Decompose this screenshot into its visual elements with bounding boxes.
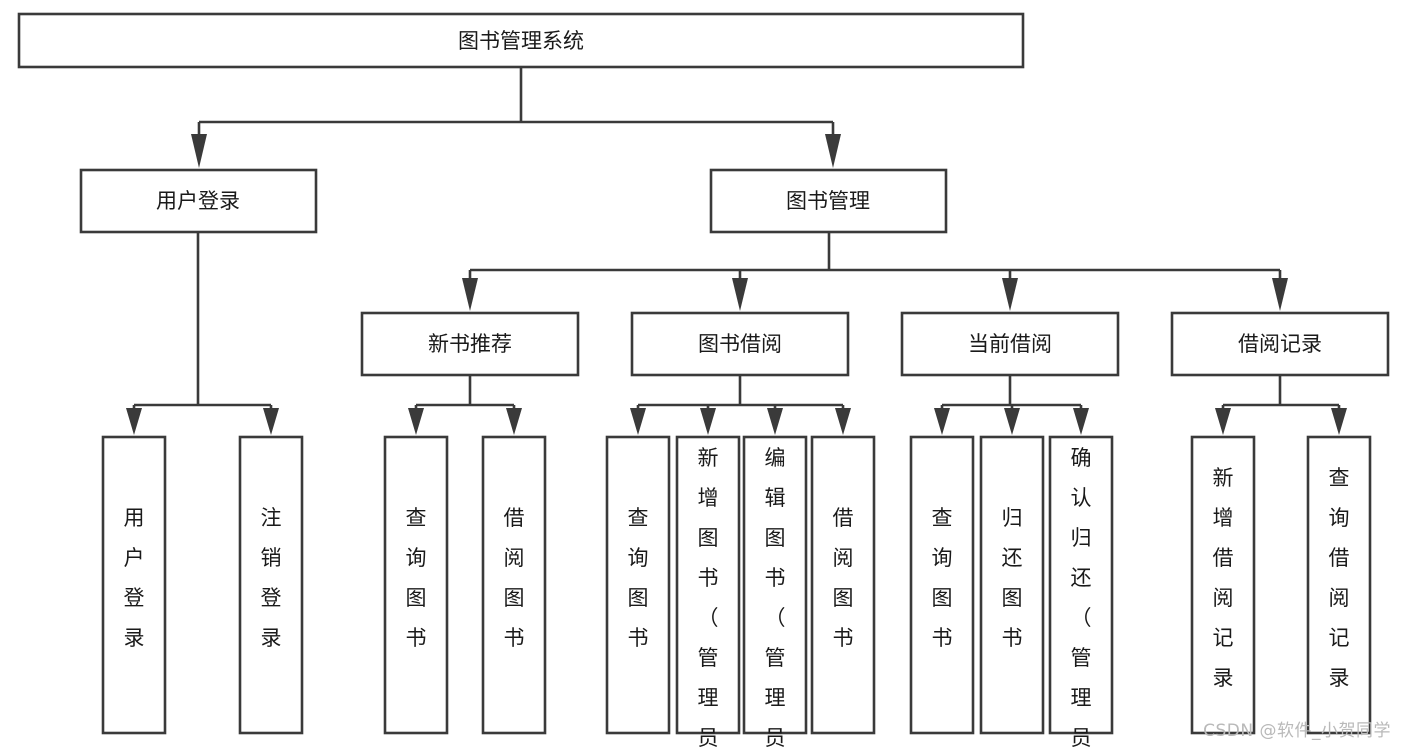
node-book-manage-label: 图书管理 <box>786 189 870 213</box>
node-leaf-query-record-box[interactable] <box>1306 435 1372 735</box>
arrowhead-leaf-query-record <box>1331 408 1347 435</box>
node-current-borrow-label: 当前借阅 <box>968 332 1052 356</box>
node-leaf-edit-book[interactable]: 编辑图书（管理员） <box>742 435 808 747</box>
node-leaf-return-book-box[interactable] <box>979 435 1045 735</box>
node-borrow-record[interactable]: 借阅记录 <box>1170 311 1390 377</box>
connector-layer <box>126 67 1347 435</box>
arrowhead-leaf-logout <box>263 408 279 435</box>
node-leaf-edit-book-label: 编辑图书（管理员） <box>765 446 786 747</box>
node-leaf-add-book-label: 新增图书（管理员） <box>698 446 719 747</box>
node-leaf-confirm-return[interactable]: 确认归还（管理员） <box>1048 435 1114 747</box>
node-leaf-query-book-1-box[interactable] <box>383 435 449 735</box>
node-leaf-query-book-3-label: 查询图书 <box>932 506 953 650</box>
node-leaf-logout[interactable]: 注销登录 <box>238 435 304 735</box>
node-current-borrow[interactable]: 当前借阅 <box>900 311 1120 377</box>
node-leaf-query-record-label: 查询借阅记录 <box>1329 466 1350 690</box>
arrowhead-leaf-edit-book <box>767 408 783 435</box>
arrowhead-book-borrow <box>732 278 748 311</box>
arrowhead-borrow-record <box>1272 278 1288 311</box>
node-leaf-query-book-3-box[interactable] <box>909 435 975 735</box>
arrowhead-leaf-confirm-return <box>1073 408 1089 435</box>
arrowhead-book-manage <box>825 134 841 168</box>
node-root[interactable]: 图书管理系统 <box>17 12 1025 69</box>
node-user-login[interactable]: 用户登录 <box>79 168 318 234</box>
node-leaf-add-record-box[interactable] <box>1190 435 1256 735</box>
node-leaf-borrow-book-2-label: 借阅图书 <box>833 506 854 650</box>
arrowhead-leaf-borrow-book-1 <box>506 408 522 435</box>
arrowhead-leaf-add-record <box>1215 408 1231 435</box>
arrowhead-leaf-add-book <box>700 408 716 435</box>
node-leaf-query-record[interactable]: 查询借阅记录 <box>1306 435 1372 735</box>
node-leaf-borrow-book-2[interactable]: 借阅图书 <box>810 435 876 735</box>
node-leaf-user-login-box[interactable] <box>101 435 167 735</box>
arrowhead-leaf-query-book-3 <box>934 408 950 435</box>
node-leaf-borrow-book-1-label: 借阅图书 <box>504 506 525 650</box>
node-root-label: 图书管理系统 <box>458 29 584 53</box>
arrowhead-leaf-return-book <box>1004 408 1020 435</box>
node-leaf-borrow-book-1[interactable]: 借阅图书 <box>481 435 547 735</box>
node-leaf-logout-label: 注销登录 <box>261 506 282 650</box>
node-book-borrow-box[interactable] <box>630 311 850 377</box>
node-leaf-query-book-2[interactable]: 查询图书 <box>605 435 671 735</box>
node-leaf-user-login[interactable]: 用户登录 <box>101 435 167 735</box>
arrowhead-leaf-borrow-book-2 <box>835 408 851 435</box>
node-new-book-recommend-box[interactable] <box>360 311 580 377</box>
node-leaf-logout-box[interactable] <box>238 435 304 735</box>
arrowhead-leaf-user-login <box>126 408 142 435</box>
node-borrow-record-label: 借阅记录 <box>1238 332 1322 356</box>
node-leaf-return-book[interactable]: 归还图书 <box>979 435 1045 735</box>
node-leaf-query-book-2-label: 查询图书 <box>628 506 649 650</box>
node-book-borrow[interactable]: 图书借阅 <box>630 311 850 377</box>
node-leaf-add-record[interactable]: 新增借阅记录 <box>1190 435 1256 735</box>
node-leaf-edit-book-box[interactable] <box>742 435 808 735</box>
node-user-login-box[interactable] <box>79 168 318 234</box>
node-leaf-borrow-book-2-box[interactable] <box>810 435 876 735</box>
node-current-borrow-box[interactable] <box>900 311 1120 377</box>
node-leaf-user-login-label: 用户登录 <box>124 506 145 650</box>
node-new-book-recommend[interactable]: 新书推荐 <box>360 311 580 377</box>
node-leaf-add-record-label: 新增借阅记录 <box>1213 466 1234 690</box>
node-leaf-query-book-2-box[interactable] <box>605 435 671 735</box>
arrowhead-user-login <box>191 134 207 168</box>
arrowhead-leaf-query-book-1 <box>408 408 424 435</box>
arrowhead-leaf-query-book-2 <box>630 408 646 435</box>
node-book-manage-box[interactable] <box>709 168 948 234</box>
node-new-book-recommend-label: 新书推荐 <box>428 332 512 356</box>
node-leaf-confirm-return-box[interactable] <box>1048 435 1114 735</box>
node-leaf-query-book-1-label: 查询图书 <box>406 506 427 650</box>
node-user-login-label: 用户登录 <box>156 189 240 213</box>
arrowhead-new-book-recommend <box>462 278 478 311</box>
node-root-box[interactable] <box>17 12 1025 69</box>
arrowhead-current-borrow <box>1002 278 1018 311</box>
node-leaf-confirm-return-label: 确认归还（管理员） <box>1071 446 1092 747</box>
node-borrow-record-box[interactable] <box>1170 311 1390 377</box>
node-leaf-query-book-1[interactable]: 查询图书 <box>383 435 449 735</box>
leaf-node-layer: 用户登录 注销登录 查询图书 借阅图书 查询图书 新增图书（管理员） 编辑图书（管理员） 借阅… <box>101 435 1372 747</box>
node-leaf-query-book-3[interactable]: 查询图书 <box>909 435 975 735</box>
node-book-borrow-label: 图书借阅 <box>698 332 782 356</box>
node-leaf-return-book-label: 归还图书 <box>1002 506 1023 650</box>
node-leaf-add-book-box[interactable] <box>675 435 741 735</box>
node-book-manage[interactable]: 图书管理 <box>709 168 948 234</box>
node-leaf-add-book[interactable]: 新增图书（管理员） <box>675 435 741 747</box>
node-leaf-borrow-book-1-box[interactable] <box>481 435 547 735</box>
